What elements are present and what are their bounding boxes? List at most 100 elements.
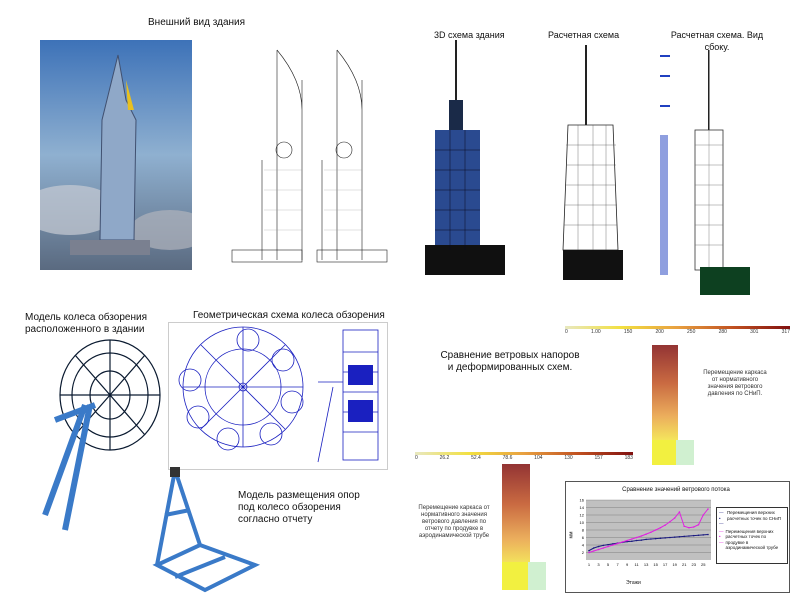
legend-marker: —•— [719, 510, 724, 526]
colorbar-tick: 1.00 [590, 329, 601, 335]
title-wheel-model: Модель колеса обзорения расположенного в… [25, 312, 147, 335]
x-tick-label: 1 [588, 562, 591, 567]
legend-label: Перемещения верхних расчетных точек по п… [725, 528, 779, 551]
data-point [650, 538, 652, 540]
data-point [588, 549, 590, 552]
data-point [592, 550, 595, 552]
data-point [673, 536, 676, 538]
chart-legend: —•—Перемещения верхних расчетных точек п… [716, 507, 788, 564]
x-tick-label: 19 [672, 562, 677, 567]
legend-item-tunnel: —•—Перемещения верхних расчетных точек п… [719, 529, 785, 551]
data-point [688, 535, 690, 537]
data-point [673, 517, 676, 519]
y-tick-label: 6 [582, 535, 585, 540]
title-exterior: Внешний вид здания [148, 17, 246, 28]
data-point [707, 508, 709, 510]
colorbar-tick: 26.2 [439, 455, 450, 461]
data-point [592, 547, 595, 549]
data-point [602, 547, 605, 549]
data-point [669, 536, 671, 539]
colorbar-tick: 157 [594, 455, 603, 461]
data-point [621, 541, 624, 543]
data-point [659, 526, 662, 529]
data-point [678, 535, 681, 538]
data-point [607, 545, 609, 548]
data-point [697, 534, 700, 537]
data-point [664, 524, 666, 526]
wheel-3d-model [42, 339, 161, 531]
colorbar-tick: 104 [534, 455, 543, 461]
data-point [654, 537, 657, 540]
data-point [683, 535, 685, 538]
x-tick-label: 25 [701, 562, 706, 567]
data-point [640, 539, 643, 541]
data-point [645, 538, 647, 541]
colorbar-tick: 150 [623, 329, 633, 335]
legend-marker: —•— [719, 528, 724, 545]
data-point [612, 543, 614, 545]
title-calc-scheme: Расчетная схема [548, 30, 620, 40]
y-tick-label: 8 [582, 528, 585, 533]
colorbar-tick: 0 [415, 455, 418, 461]
title-3d-scheme: 3D схема здания [434, 30, 505, 40]
x-tick-label: 13 [644, 562, 649, 567]
data-point [688, 526, 690, 529]
title-calc-side: Расчетная схема. Вид сбоку. [670, 30, 764, 52]
data-point [664, 537, 666, 539]
data-point [702, 514, 705, 516]
y-tick-label: 10 [580, 520, 585, 525]
colorbar-tick: 183 [624, 455, 633, 461]
chart-xlabel: Этажи [626, 580, 641, 586]
colorbar-tick: 200 [655, 329, 664, 335]
data-point [645, 533, 647, 535]
data-point [640, 535, 643, 537]
x-tick-label: 9 [626, 562, 629, 567]
data-point [697, 523, 700, 526]
title-wind-compare: Сравнение ветровых напоров и деформирова… [440, 350, 580, 373]
data-point [602, 544, 605, 547]
data-point [635, 539, 638, 542]
colorbar-tick: 317 [781, 329, 790, 335]
data-point [607, 543, 609, 546]
colorbar-gradient [415, 452, 633, 455]
wheel-geometry-drawing [168, 322, 388, 470]
y-tick-label: 16 [580, 498, 585, 503]
colorbar-gradient [565, 326, 790, 329]
building-photo [40, 40, 192, 270]
legend-label: Перемещения верхних расчетных точек по С… [726, 510, 782, 521]
colorbar-tick: 280 [718, 329, 727, 335]
x-tick-label: 11 [635, 562, 640, 567]
colorbar-tick: 0 [565, 329, 568, 335]
data-point [631, 538, 633, 540]
data-point [669, 520, 671, 523]
data-point [626, 540, 628, 543]
title-support-model: Модель размещения опор под колесо обзоре… [238, 490, 360, 525]
data-point [683, 525, 685, 528]
colorbar-tick: 78.6 [502, 455, 513, 461]
x-tick-label: 21 [682, 562, 687, 567]
wheel-support-model [152, 467, 261, 593]
x-tick-label: 15 [653, 562, 658, 567]
colorbar-tick: 301 [750, 329, 759, 335]
data-point [654, 529, 657, 531]
data-point [626, 539, 628, 542]
chart-ylabel: мм [568, 531, 575, 539]
x-tick-label: 7 [616, 562, 619, 567]
data-point [616, 542, 619, 545]
x-tick-label: 23 [691, 562, 696, 567]
colorbar-tick: 52.4 [471, 455, 481, 461]
data-point [612, 544, 614, 546]
contour-model-tunnel [502, 464, 546, 590]
calc-side-model [660, 50, 750, 295]
data-point [597, 548, 600, 551]
caption-disp-snip: Перемещение каркаса от нормативного знач… [703, 370, 767, 397]
x-tick-label: 5 [607, 562, 610, 567]
data-point [659, 537, 662, 540]
